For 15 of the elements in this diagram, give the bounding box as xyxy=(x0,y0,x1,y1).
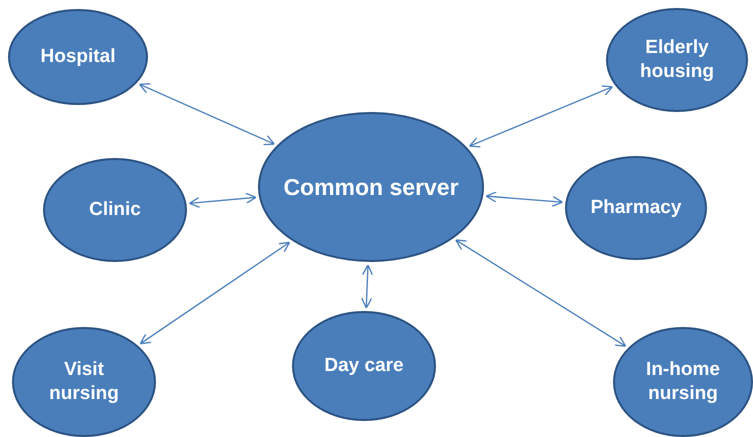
double-arrow xyxy=(361,264,374,309)
node-label: Hospital xyxy=(40,45,116,69)
double-arrow xyxy=(455,239,626,347)
double-arrow xyxy=(486,191,564,208)
double-arrow xyxy=(468,85,614,148)
node-label: Clinic xyxy=(89,198,141,222)
node-label: Visit nursing xyxy=(48,358,120,406)
node-label: Pharmacy xyxy=(590,196,682,220)
double-arrow xyxy=(188,192,257,208)
double-arrow xyxy=(138,83,275,146)
node-label: Common server xyxy=(283,172,459,202)
node-label: In-home nursing xyxy=(645,358,721,406)
double-arrow xyxy=(140,242,290,344)
node-label: Day care xyxy=(324,354,404,378)
node-label: Elderly housing xyxy=(639,36,715,84)
